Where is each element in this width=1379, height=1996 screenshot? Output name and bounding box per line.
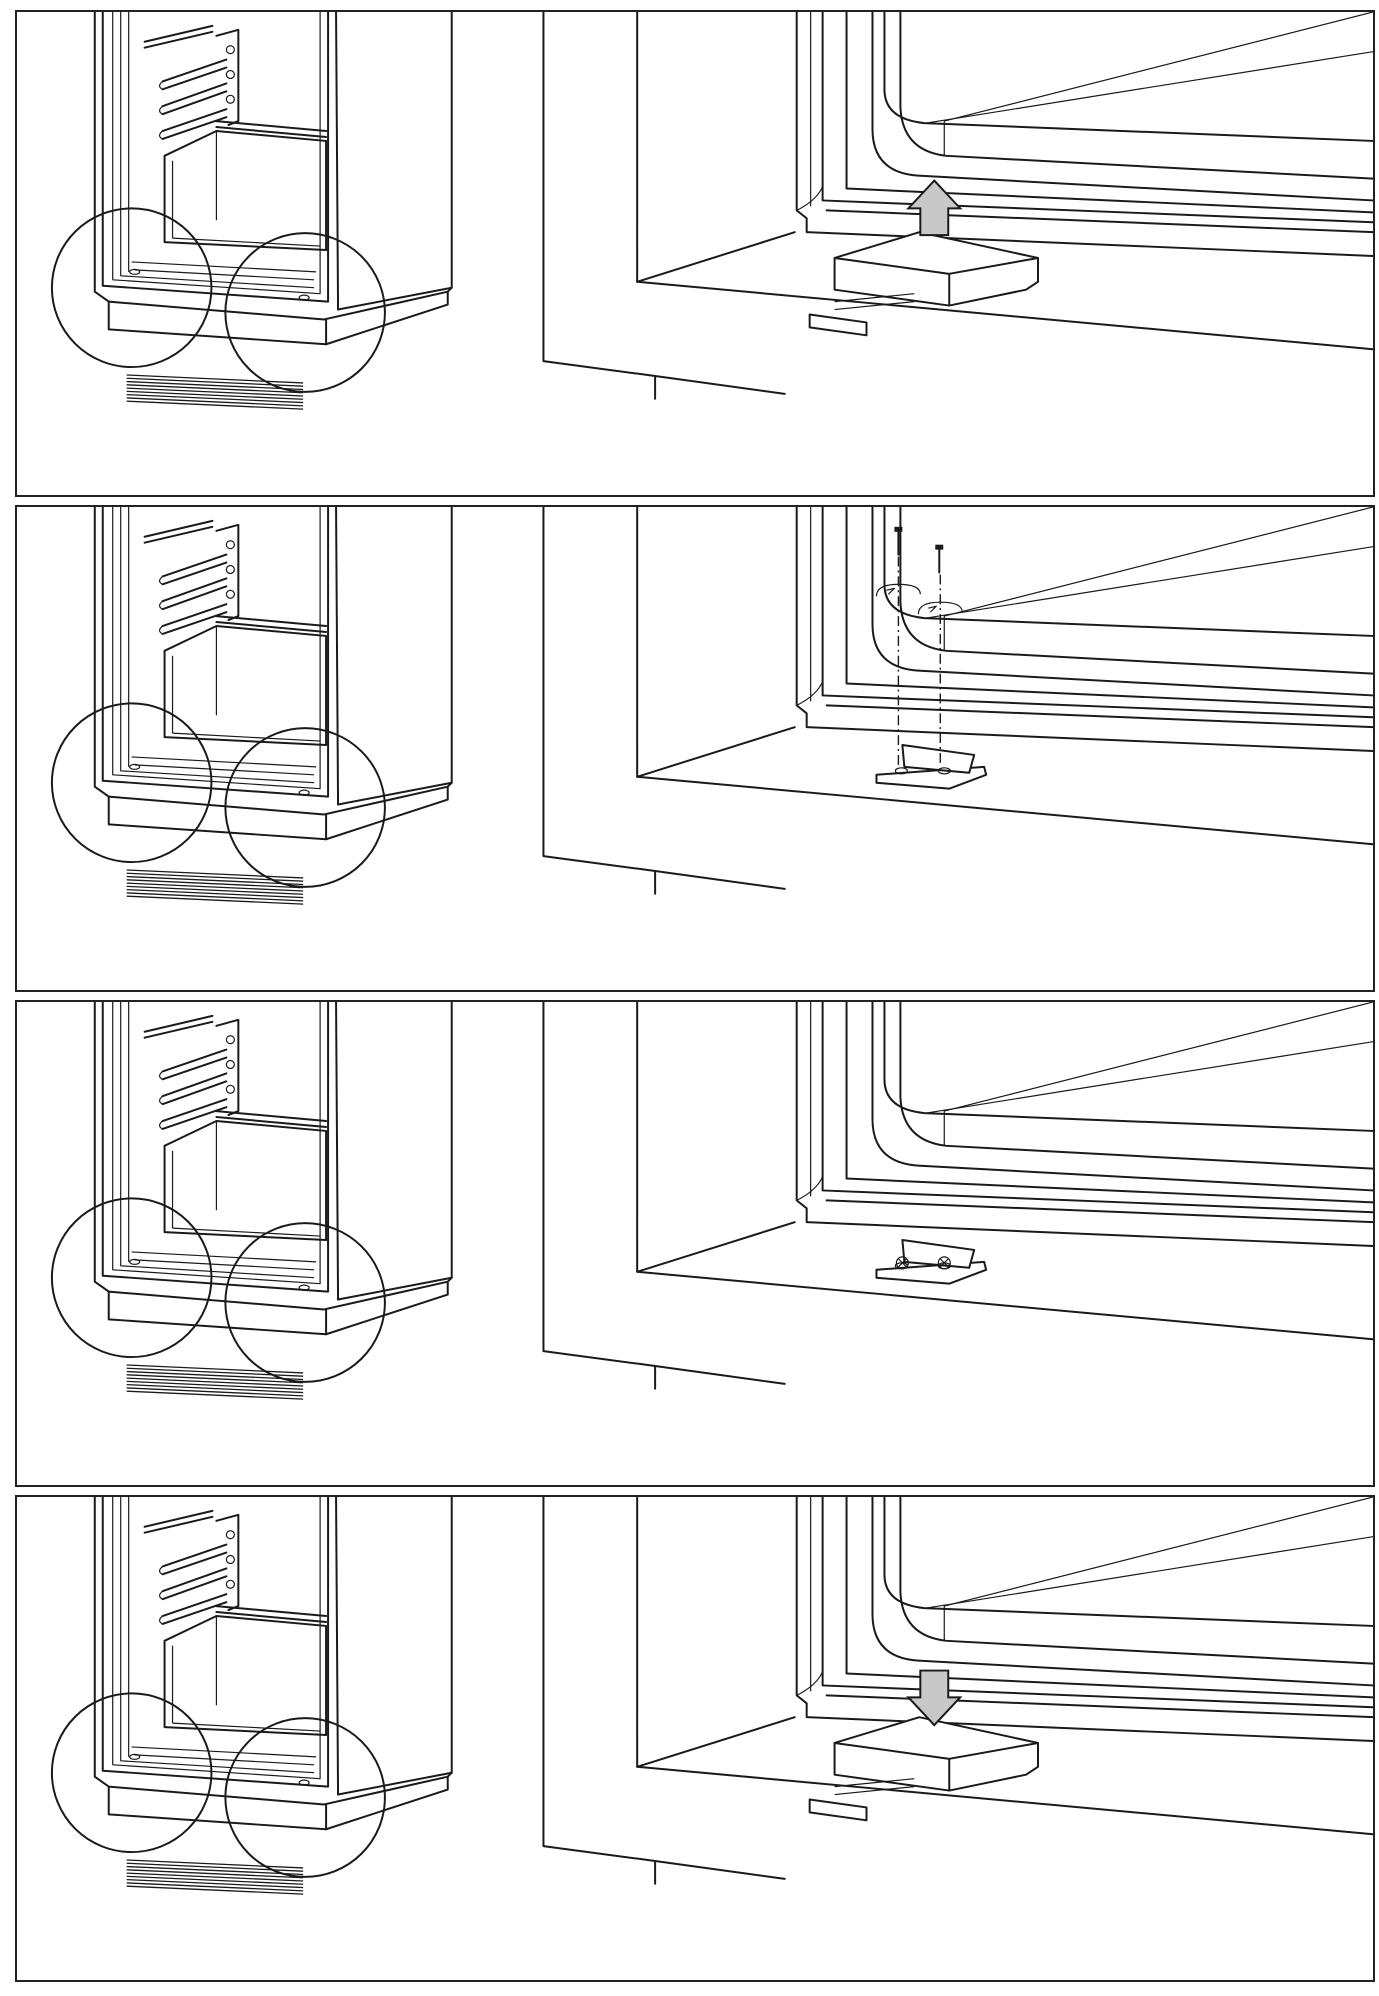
step-2-panel — [15, 505, 1375, 992]
detail-circle-icon — [50, 1197, 213, 1359]
step-1-panel — [15, 10, 1375, 497]
mounting-bracket — [875, 744, 988, 790]
crisper-drawer — [163, 120, 328, 252]
crisper-drawer — [163, 615, 328, 747]
detail-circle-icon — [224, 1717, 386, 1878]
refrigerator-overview — [50, 1002, 453, 1400]
arrow-down-icon — [906, 1669, 963, 1727]
cabinet-detail-view — [542, 12, 1373, 400]
detail-circle-icon — [224, 727, 386, 888]
refrigerator-overview — [50, 12, 453, 410]
refrigerator-overview — [50, 1497, 453, 1895]
detail-circle-icon — [224, 1222, 386, 1383]
screws-insert — [875, 526, 963, 767]
step-3-panel — [15, 1000, 1375, 1487]
ventilation-grille — [126, 1859, 304, 1895]
cabinet-detail-view — [542, 1497, 1373, 1885]
refrigerator-overview — [50, 507, 453, 905]
arrow-up-icon — [906, 179, 963, 237]
door-shelves — [143, 1014, 240, 1130]
crisper-drawer — [163, 1605, 328, 1737]
screw-icon — [894, 526, 903, 556]
rotation-arrow-icon — [917, 601, 963, 615]
spacer-block — [808, 1716, 1039, 1822]
step-4-panel — [15, 1495, 1375, 1982]
mounting-bracket — [875, 1239, 988, 1285]
crisper-drawer — [163, 1110, 328, 1242]
screw-icon — [935, 544, 944, 574]
spacer-block — [808, 231, 1039, 337]
ventilation-grille — [126, 869, 304, 905]
cabinet-detail-view — [542, 1002, 1373, 1390]
ventilation-grille — [126, 1364, 304, 1400]
ventilation-grille — [126, 374, 304, 410]
rotation-arrow-icon — [875, 583, 921, 597]
detail-circle-icon — [50, 207, 213, 369]
screws-fixed — [895, 1256, 951, 1270]
cabinet-detail-view — [542, 507, 1373, 895]
detail-circle-icon — [50, 1692, 213, 1854]
detail-circle-icon — [224, 232, 386, 393]
detail-circle-icon — [50, 702, 213, 864]
door-shelves — [143, 24, 240, 140]
